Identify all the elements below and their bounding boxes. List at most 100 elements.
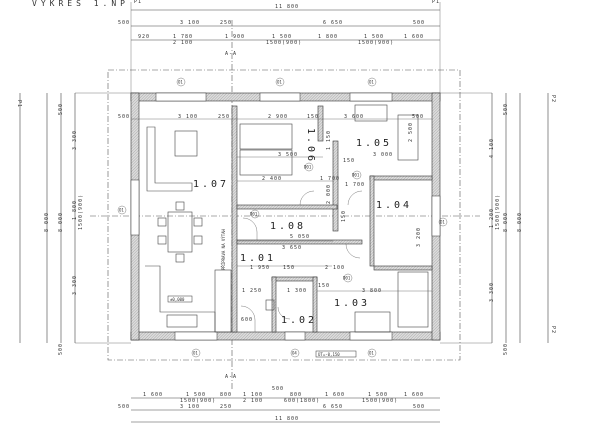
svg-text:920: 920 — [138, 34, 150, 40]
svg-text:P2: P2 — [550, 95, 556, 103]
svg-text:1 900: 1 900 — [225, 34, 245, 40]
svg-text:2 400: 2 400 — [262, 176, 282, 182]
svg-text:3 600: 3 600 — [344, 114, 364, 120]
svg-text:1 200: 1 200 — [489, 208, 495, 228]
svg-text:150: 150 — [341, 210, 347, 222]
svg-text:500: 500 — [118, 404, 130, 410]
svg-text:8 000: 8 000 — [517, 212, 523, 232]
svg-text:11 800: 11 800 — [275, 416, 299, 422]
svg-text:A-A: A-A — [225, 51, 237, 57]
room-label-1-05: 1.05 — [356, 138, 392, 149]
svg-text:O1: O1 — [193, 351, 198, 356]
svg-text:1 800: 1 800 — [72, 200, 78, 220]
svg-text:1500(900): 1500(900) — [495, 194, 501, 230]
svg-text:1 500: 1 500 — [272, 34, 292, 40]
room-label-1-04: 1.04 — [376, 200, 412, 211]
room-label-1-02: 1.02 — [281, 315, 317, 326]
svg-text:800: 800 — [290, 392, 302, 398]
svg-text:P2: P2 — [550, 326, 556, 334]
svg-text:3 200: 3 200 — [416, 227, 422, 247]
svg-text:500: 500 — [503, 343, 509, 355]
walls — [130, 92, 441, 341]
svg-text:500: 500 — [58, 343, 64, 355]
svg-text:11 800: 11 800 — [275, 4, 299, 10]
svg-text:3 100: 3 100 — [178, 114, 198, 120]
svg-text:500: 500 — [118, 114, 130, 120]
svg-text:O1: O1 — [178, 80, 183, 85]
svg-text:500: 500 — [412, 114, 424, 120]
svg-text:150: 150 — [283, 265, 295, 271]
svg-text:150: 150 — [343, 158, 355, 164]
svg-text:500: 500 — [272, 386, 284, 392]
bottom-dimensions: 1 600 1 500 1500(900) 800 1 100 2 100 50… — [118, 374, 440, 423]
svg-text:3 100: 3 100 — [180, 20, 200, 26]
svg-text:250: 250 — [220, 404, 232, 410]
furniture — [145, 104, 429, 333]
svg-text:3 300: 3 300 — [489, 282, 495, 302]
svg-text:1 780: 1 780 — [173, 34, 193, 40]
svg-text:500: 500 — [413, 404, 425, 410]
svg-text:O4: O4 — [292, 351, 297, 356]
svg-text:3 300: 3 300 — [72, 275, 78, 295]
svg-text:3 650: 3 650 — [282, 245, 302, 251]
svg-text:3 100: 3 100 — [180, 404, 200, 410]
svg-text:150: 150 — [318, 283, 330, 289]
drawing-title: VÝKRES 1.NP — [32, 0, 129, 8]
svg-text:3 500: 3 500 — [278, 152, 298, 158]
svg-text:1 300: 1 300 — [287, 288, 307, 294]
svg-text:250: 250 — [220, 20, 232, 26]
svg-text:150: 150 — [307, 114, 319, 120]
svg-text:500: 500 — [58, 103, 64, 115]
left-dimensions: 8 000 8 000 500 3 300 1 800 1500(900) 3 … — [16, 92, 131, 355]
svg-text:1 600: 1 600 — [404, 392, 424, 398]
room-label-1-06: 1.06 — [305, 128, 316, 164]
svg-text:1 500: 1 500 — [186, 392, 206, 398]
room-label-1-03: 1.03 — [334, 298, 370, 309]
svg-text:1 950: 1 950 — [250, 265, 270, 271]
svg-text:1 500: 1 500 — [364, 34, 384, 40]
svg-text:2 100: 2 100 — [173, 40, 193, 46]
svg-text:800: 800 — [220, 392, 232, 398]
svg-text:O1: O1 — [369, 351, 374, 356]
svg-text:2 900: 2 900 — [268, 114, 288, 120]
room-label-1-07: 1.07 — [193, 179, 229, 190]
svg-text:500: 500 — [503, 103, 509, 115]
tags: O1 O1 O1 O1 O4 O1 O1 O1 D01 D01 D01 D01 — [117, 77, 448, 358]
svg-text:1 250: 1 250 — [242, 288, 262, 294]
room-label-1-01: 1.01 — [240, 253, 276, 264]
shaft-label: PŘÍPRAVA NA VÝTAH — [221, 228, 226, 270]
svg-text:8 000: 8 000 — [44, 212, 50, 232]
svg-text:D01: D01 — [352, 173, 360, 178]
svg-text:1500(900): 1500(900) — [362, 398, 398, 404]
level-mark-box — [167, 295, 193, 303]
svg-text:4 100: 4 100 — [489, 138, 495, 158]
svg-text:P1: P1 — [16, 100, 22, 108]
svg-text:P1: P1 — [432, 0, 440, 5]
floor-mark-box — [315, 350, 357, 358]
floor-mark: ÚT=-0,150 — [318, 352, 340, 357]
svg-text:3 000: 3 000 — [373, 152, 393, 158]
svg-text:D01: D01 — [250, 212, 258, 217]
svg-text:500: 500 — [413, 20, 425, 26]
svg-text:1500(900): 1500(900) — [78, 194, 84, 230]
svg-text:3 300: 3 300 — [72, 130, 78, 150]
svg-text:O1: O1 — [369, 80, 374, 85]
svg-text:2 100: 2 100 — [325, 265, 345, 271]
svg-text:1 600: 1 600 — [404, 34, 424, 40]
svg-text:1 500: 1 500 — [368, 392, 388, 398]
level-mark: ±0,000 — [170, 297, 185, 302]
svg-text:6 650: 6 650 — [323, 404, 343, 410]
svg-text:1 100: 1 100 — [243, 392, 263, 398]
svg-text:1 700: 1 700 — [320, 176, 340, 182]
svg-text:O1: O1 — [440, 220, 445, 225]
svg-text:600: 600 — [241, 317, 253, 323]
svg-text:6 650: 6 650 — [323, 20, 343, 26]
svg-text:1 150: 1 150 — [326, 130, 332, 150]
svg-text:1500(900): 1500(900) — [180, 398, 216, 404]
door-swings — [240, 190, 363, 332]
svg-text:2 100: 2 100 — [243, 398, 263, 404]
svg-text:600(1800): 600(1800) — [284, 398, 320, 404]
right-dimensions: 4 100 1 200 1500(900) 3 300 8 000 8 000 … — [440, 92, 556, 355]
svg-text:D01: D01 — [304, 165, 312, 170]
svg-text:1500(900): 1500(900) — [266, 40, 302, 46]
